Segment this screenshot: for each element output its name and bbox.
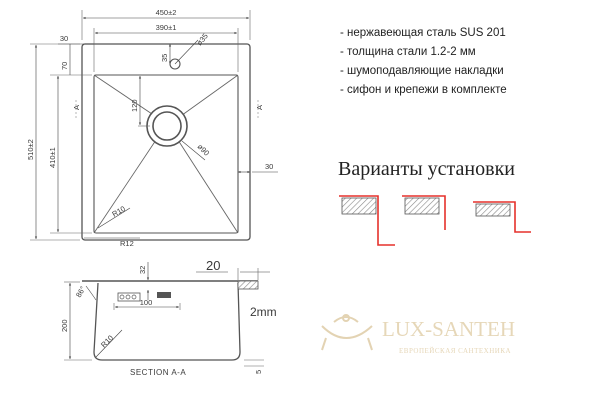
dim-bowl-height: 410±1 bbox=[48, 147, 57, 168]
dim-flange: 20 bbox=[206, 258, 220, 273]
dim-thickness: 2mm bbox=[250, 305, 277, 319]
feature-item: - сифон и крепежи в комплекте bbox=[340, 81, 507, 100]
dim-tap-hole-diameter: ø35 bbox=[195, 32, 210, 48]
dim-right-margin: 30 bbox=[265, 162, 273, 171]
section-caption: SECTION A-A bbox=[130, 368, 186, 377]
top-view: 450±2 390±1 30 ø35 35 120 ø90 510±2 410±… bbox=[26, 8, 278, 248]
dim-rim-height: 32 bbox=[138, 266, 147, 274]
variant-undermount bbox=[473, 202, 531, 232]
watermark-brand: LUX-SANTEH bbox=[382, 317, 515, 341]
drain-inner bbox=[153, 112, 181, 140]
installation-variants bbox=[339, 196, 531, 245]
feature-item: - нержавеющая сталь SUS 201 bbox=[340, 24, 507, 43]
drain-line-bl bbox=[94, 140, 156, 233]
dim-drain-offset: 120 bbox=[130, 99, 139, 112]
dim-drain-width: 100 bbox=[140, 298, 153, 307]
feature-list: - нержавеющая сталь SUS 201 - толщина ст… bbox=[340, 24, 507, 100]
dim-tap-hole-offset: 35 bbox=[160, 54, 169, 62]
variant-inset-mount bbox=[402, 196, 445, 230]
dim-bottom-radius: R10 bbox=[99, 333, 115, 349]
dim-overall-width: 450±2 bbox=[156, 8, 177, 17]
section-drain-pipe bbox=[118, 293, 140, 301]
dim-angle: 86° bbox=[74, 285, 87, 299]
drain-line-tl bbox=[94, 75, 158, 118]
drain-line-tr bbox=[178, 75, 238, 118]
dim-overall-height: 510±2 bbox=[26, 139, 35, 160]
lux-santeh-watermark: LUX-SANTEH ЕВРОПЕЙСКАЯ САНТЕХНИКА bbox=[322, 315, 515, 355]
dim-small: 5 bbox=[254, 370, 263, 374]
section-flange-hatch bbox=[238, 281, 258, 289]
section-mark-left: A bbox=[72, 105, 81, 110]
dim-depth: 200 bbox=[60, 319, 69, 332]
dim-side-margin: 30 bbox=[60, 34, 68, 43]
dim-top-margin: 70 bbox=[60, 62, 69, 70]
section-drain-logo bbox=[157, 292, 171, 298]
dim-outer-radius: R12 bbox=[120, 239, 134, 248]
dim-drain-diameter: ø90 bbox=[196, 142, 212, 158]
feature-item: - толщина стали 1.2-2 мм bbox=[340, 43, 507, 62]
variants-title: Варианты установки bbox=[338, 158, 515, 181]
dim-inner-radius: R10 bbox=[111, 204, 127, 219]
section-view: 200 86° 32 100 R10 20 2mm 5 SECTION A-A bbox=[60, 258, 277, 377]
bathtub-logo-icon bbox=[322, 315, 372, 350]
watermark-tagline: ЕВРОПЕЙСКАЯ САНТЕХНИКА bbox=[399, 347, 511, 355]
section-mark-right: A bbox=[255, 105, 264, 110]
variant-flush-mount bbox=[339, 196, 395, 245]
dim-bowl-width: 390±1 bbox=[156, 23, 177, 32]
feature-item: - шумоподавляющие накладки bbox=[340, 62, 507, 81]
